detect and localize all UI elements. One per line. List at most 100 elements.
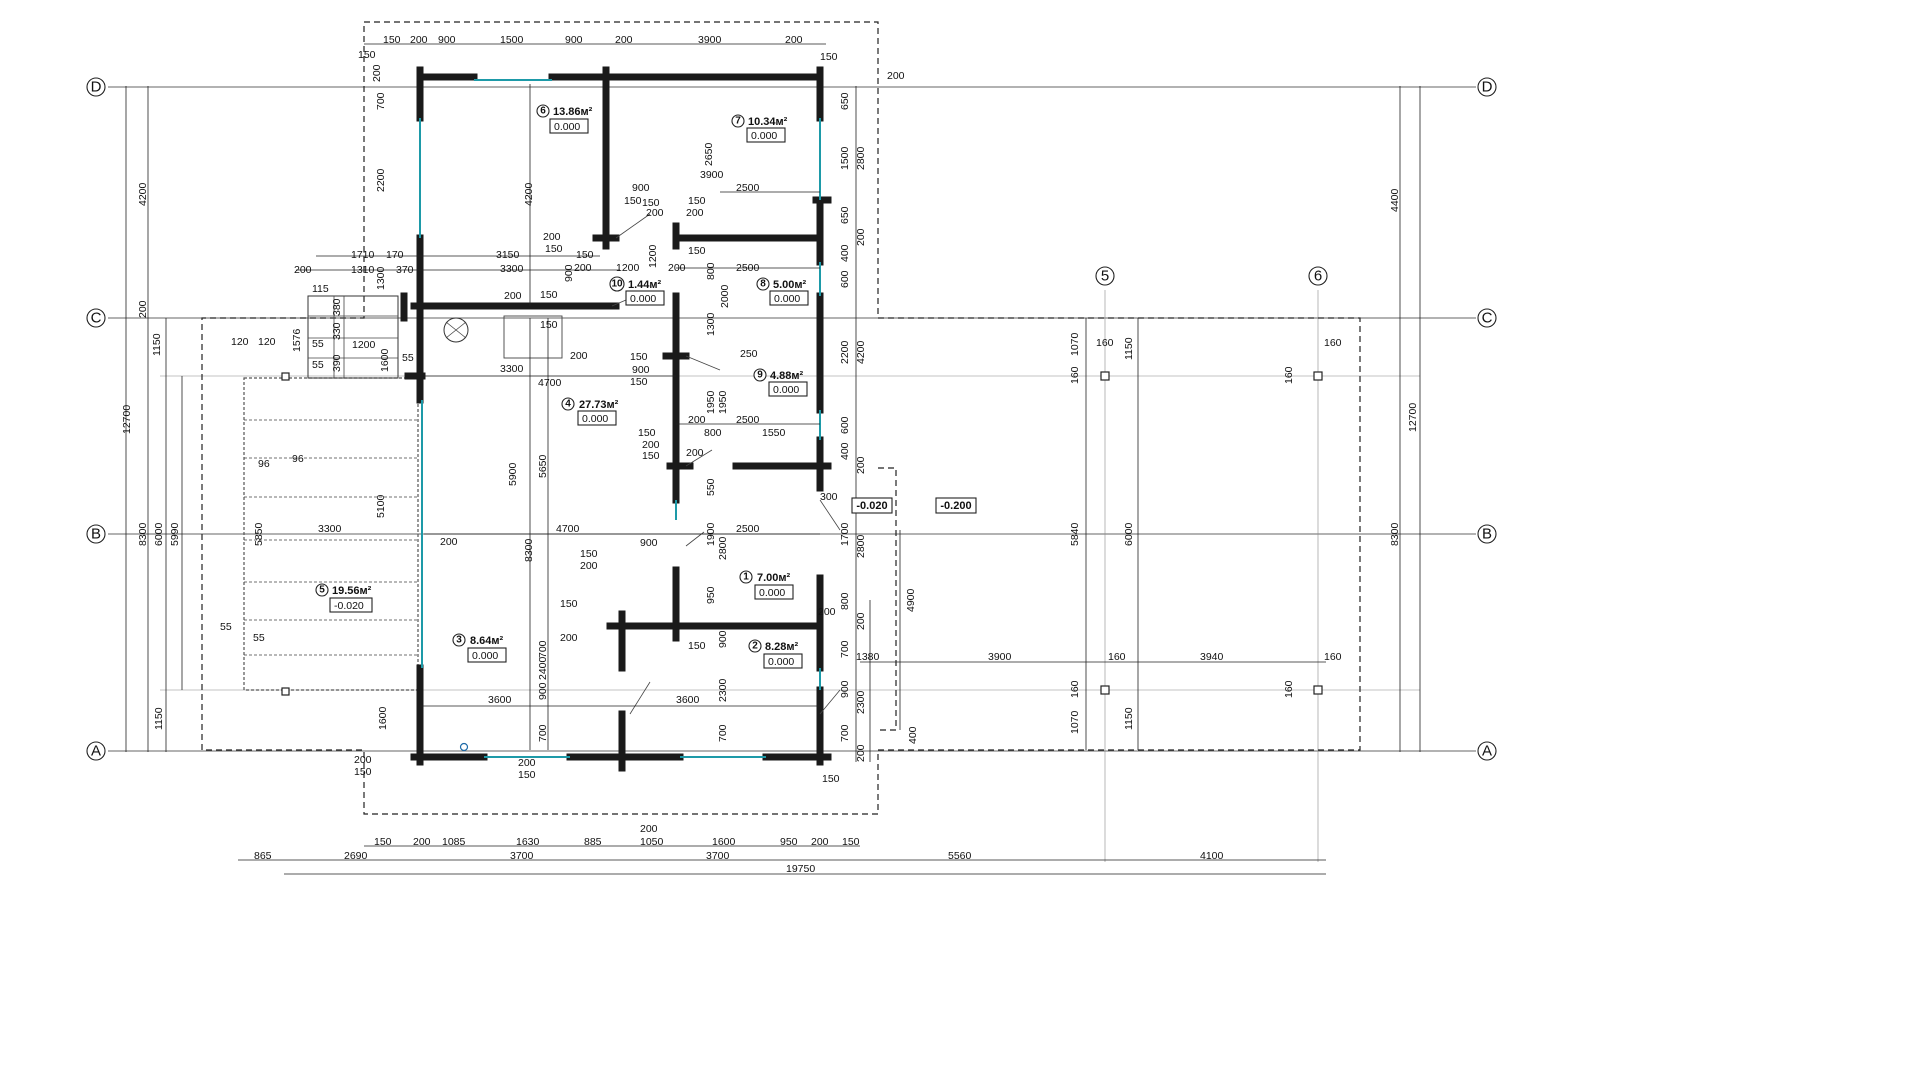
room-9-number: 9: [757, 370, 763, 381]
dim-k-150a: 150: [624, 195, 642, 207]
dim-bot-150a: 150: [354, 766, 372, 778]
dim-mid-4700-b: 4700: [556, 523, 580, 535]
dim-t-5840: 5840: [1069, 522, 1081, 546]
floor-plan-drawing: D D C C B B A A 5 6 6 13.86м² 0.000 7 10…: [86, 21, 1497, 875]
dim-bot-200b: 200: [518, 757, 536, 769]
dim-t-160b: 160: [1324, 337, 1342, 349]
room-3-number: 3: [456, 635, 462, 646]
dim-r-2300: 2300: [855, 690, 867, 714]
room-5-label: 5 19.56м² -0.020: [315, 583, 373, 613]
dim-k-150o: 150: [688, 640, 706, 652]
dim-k-200c: 200: [543, 231, 561, 243]
dim-bottom-total: 19750: [786, 863, 815, 875]
windows: [419, 79, 821, 758]
room-4-number: 4: [565, 399, 571, 410]
room-10-number: 10: [611, 279, 623, 290]
dim-t-160a: 160: [1096, 337, 1114, 349]
room-6-label: 6 13.86м² 0.000: [536, 104, 593, 134]
axis-c-left-label: C: [91, 310, 102, 327]
dim-r-200c: 200: [818, 606, 836, 618]
dim-porch-1300: 1300: [375, 266, 387, 290]
room-8-label: 8 5.00м² 0.000: [756, 277, 809, 306]
room-8-level: 0.000: [774, 293, 800, 305]
dim-porch-1600: 1600: [379, 348, 391, 372]
dim-k-200e: 200: [668, 262, 686, 274]
dim-r-200d: 200: [855, 612, 867, 630]
dim-r-400b: 400: [839, 442, 851, 460]
dim-porch-380: 380: [331, 298, 343, 316]
dim-t-8300: 8300: [1389, 522, 1401, 546]
dim-porch-1200: 1200: [352, 339, 376, 351]
dim-k-150h: 150: [540, 319, 558, 331]
dim-r-1700: 1700: [839, 522, 851, 546]
dim-left-700: 700: [375, 92, 387, 110]
axis-b-left-label: B: [91, 526, 101, 543]
dim-k-1900: 1900: [705, 522, 717, 546]
room-3-area: 8.64м²: [470, 635, 504, 647]
axis-a-right-label: A: [1482, 743, 1492, 760]
dim-porch-96b: 96: [292, 453, 304, 465]
dim-bottom-10: 150: [842, 836, 860, 848]
room-7-label: 7 10.34м² 0.000: [731, 114, 788, 143]
dim-t-1150a: 1150: [1123, 337, 1135, 360]
dimension-lines: [125, 43, 1421, 875]
room-1-level: 0.000: [759, 587, 785, 599]
dim-bottom-200-top: 200: [640, 823, 658, 835]
dim-k-150d: 150: [545, 243, 563, 255]
dim-r-2800: 2800: [855, 146, 867, 170]
dim-top-5: 900: [565, 34, 583, 46]
dim-k-150e: 150: [576, 249, 594, 261]
dim-k-150j: 150: [630, 376, 648, 388]
dim-top-7: 3900: [698, 34, 722, 46]
room-8-number: 8: [760, 279, 766, 290]
dim-left-4200: 4200: [137, 182, 149, 206]
dim-k-200l: 200: [560, 632, 578, 644]
dim-mid-1600: 1600: [377, 706, 389, 730]
dim-t-1070b: 1070: [1069, 710, 1081, 734]
axis-a-left-bubble: [86, 741, 106, 761]
room-1-area: 7.00м²: [757, 572, 791, 584]
dim-left-1150-bottom: 1150: [153, 707, 165, 730]
axis-bubbles: D D C C B B A A 5 6: [86, 77, 1497, 761]
dim-r-650b: 650: [839, 206, 851, 224]
axis-6-label: 6: [1314, 268, 1322, 285]
dim-bottom2-3: 3700: [510, 850, 534, 862]
room-8-area: 5.00м²: [773, 279, 807, 291]
dim-porch-3300-mid: 3300: [500, 363, 524, 375]
dim-mid-2400: 2400: [537, 656, 549, 680]
dim-top-8: 200: [785, 34, 803, 46]
dim-k-150i: 150: [630, 351, 648, 363]
axis-d-left-label: D: [91, 79, 102, 96]
dim-top-150: 150: [358, 49, 376, 61]
porch-columns: [281, 371, 1323, 696]
room-10-label: 10 1.44м² 0.000: [609, 276, 665, 306]
dim-porch-3150: 3150: [496, 249, 520, 261]
dim-k-200k: 200: [580, 560, 598, 572]
dim-t-6000: 6000: [1123, 522, 1135, 546]
dim-mid-200-b: 200: [440, 536, 458, 548]
dim-k-2500c: 2500: [736, 414, 760, 426]
dim-k-150n: 150: [560, 598, 578, 610]
dim-k-150b: 150: [642, 197, 660, 209]
dim-porch-5850: 5850: [253, 522, 265, 546]
dim-bottom-7: 1600: [712, 836, 736, 848]
terrace-level-label: -0.200: [940, 500, 971, 512]
dim-top-9: 150: [820, 51, 838, 63]
dim-mid-8300: 8300: [523, 538, 535, 562]
room-4-level: 0.000: [582, 413, 608, 425]
axis-a-left-label: A: [91, 743, 101, 760]
room-7-number: 7: [735, 116, 741, 127]
room-7-level: 0.000: [751, 130, 777, 142]
dim-k-1300: 1300: [705, 312, 717, 336]
room-9-level: 0.000: [773, 384, 799, 396]
dim-k-1200b: 1200: [647, 244, 659, 268]
dim-porch-120a: 120: [231, 336, 249, 348]
foundation-outline: [201, 21, 1361, 815]
dim-k-3900: 3900: [700, 169, 724, 181]
dim-r-4200: 4200: [855, 340, 867, 364]
dim-top-6: 200: [615, 34, 633, 46]
dim-t-160e: 160: [1108, 651, 1126, 663]
dim-k-200f: 200: [504, 290, 522, 302]
dim-t-4400: 4400: [1389, 188, 1401, 212]
room-6-number: 6: [540, 106, 546, 117]
